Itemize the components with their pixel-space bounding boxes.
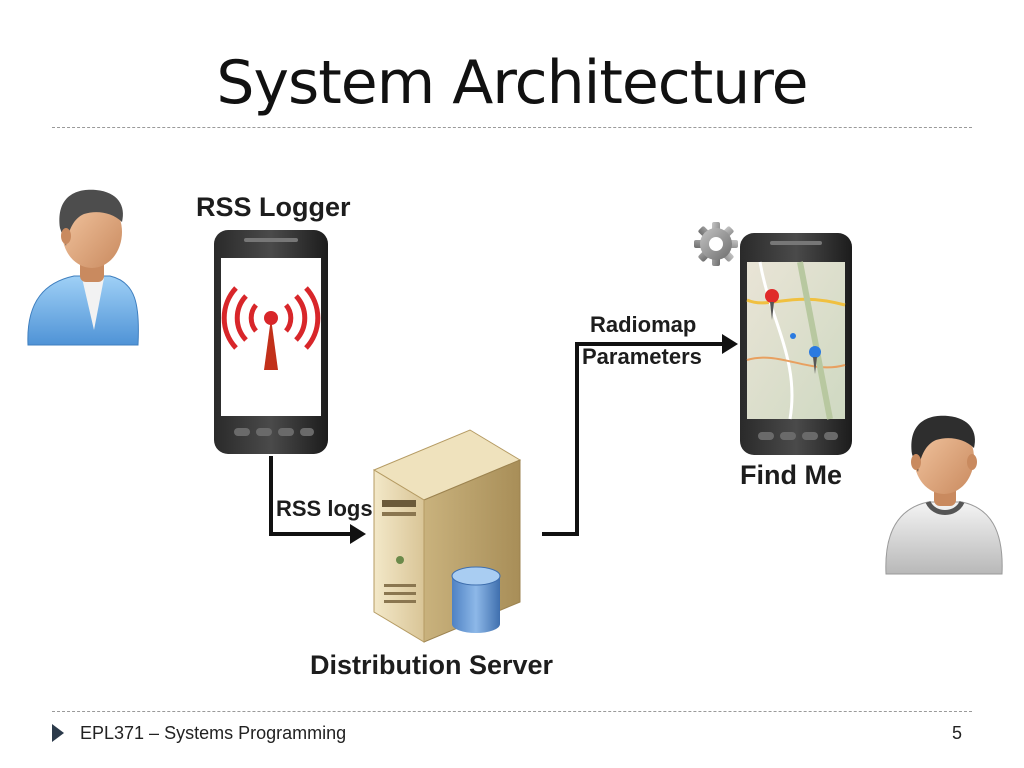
- server-database-icon: [372, 429, 522, 643]
- slide-title: System Architecture: [216, 48, 808, 118]
- smartphone-signal-icon: [214, 230, 328, 454]
- rss-logger-label: RSS Logger: [196, 192, 351, 222]
- rss-logs-label: RSS logs: [276, 496, 373, 521]
- gear-icon: [694, 222, 738, 266]
- parameters-label: Parameters: [582, 344, 702, 369]
- footer-course-label: EPL371 – Systems Programming: [80, 723, 347, 743]
- find-me-label: Find Me: [740, 460, 842, 490]
- rss-logs-arrow: [269, 456, 366, 544]
- smartphone-map-icon: [740, 233, 852, 455]
- radiomap-arrow: [542, 334, 738, 536]
- user-blue-shirt-icon: [27, 189, 139, 346]
- user-gray-shirt-icon: [885, 415, 1003, 575]
- title-divider: [52, 127, 972, 128]
- footer-arrow-icon: [52, 724, 64, 742]
- page-number: 5: [951, 723, 962, 743]
- distribution-server-label: Distribution Server: [310, 650, 554, 680]
- radiomap-label: Radiomap: [590, 312, 697, 337]
- footer-divider: [52, 711, 972, 712]
